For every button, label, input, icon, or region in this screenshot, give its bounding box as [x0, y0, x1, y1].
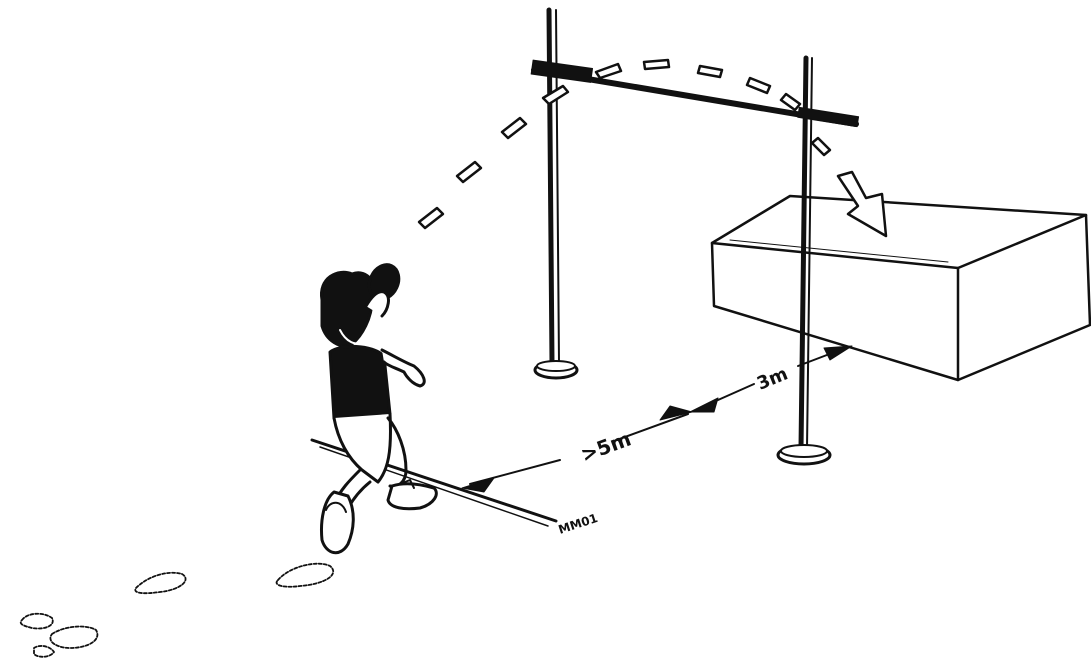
athlete-figure [321, 260, 436, 553]
run-up-distance-arrow [462, 406, 692, 492]
crossbar [531, 60, 858, 126]
artist-signature: MM01 [557, 511, 600, 537]
footprints [21, 564, 334, 657]
bar-distance-label: 3m [754, 363, 791, 394]
landing-mat [712, 196, 1090, 380]
run-up-distance-label: >5m [578, 427, 635, 467]
